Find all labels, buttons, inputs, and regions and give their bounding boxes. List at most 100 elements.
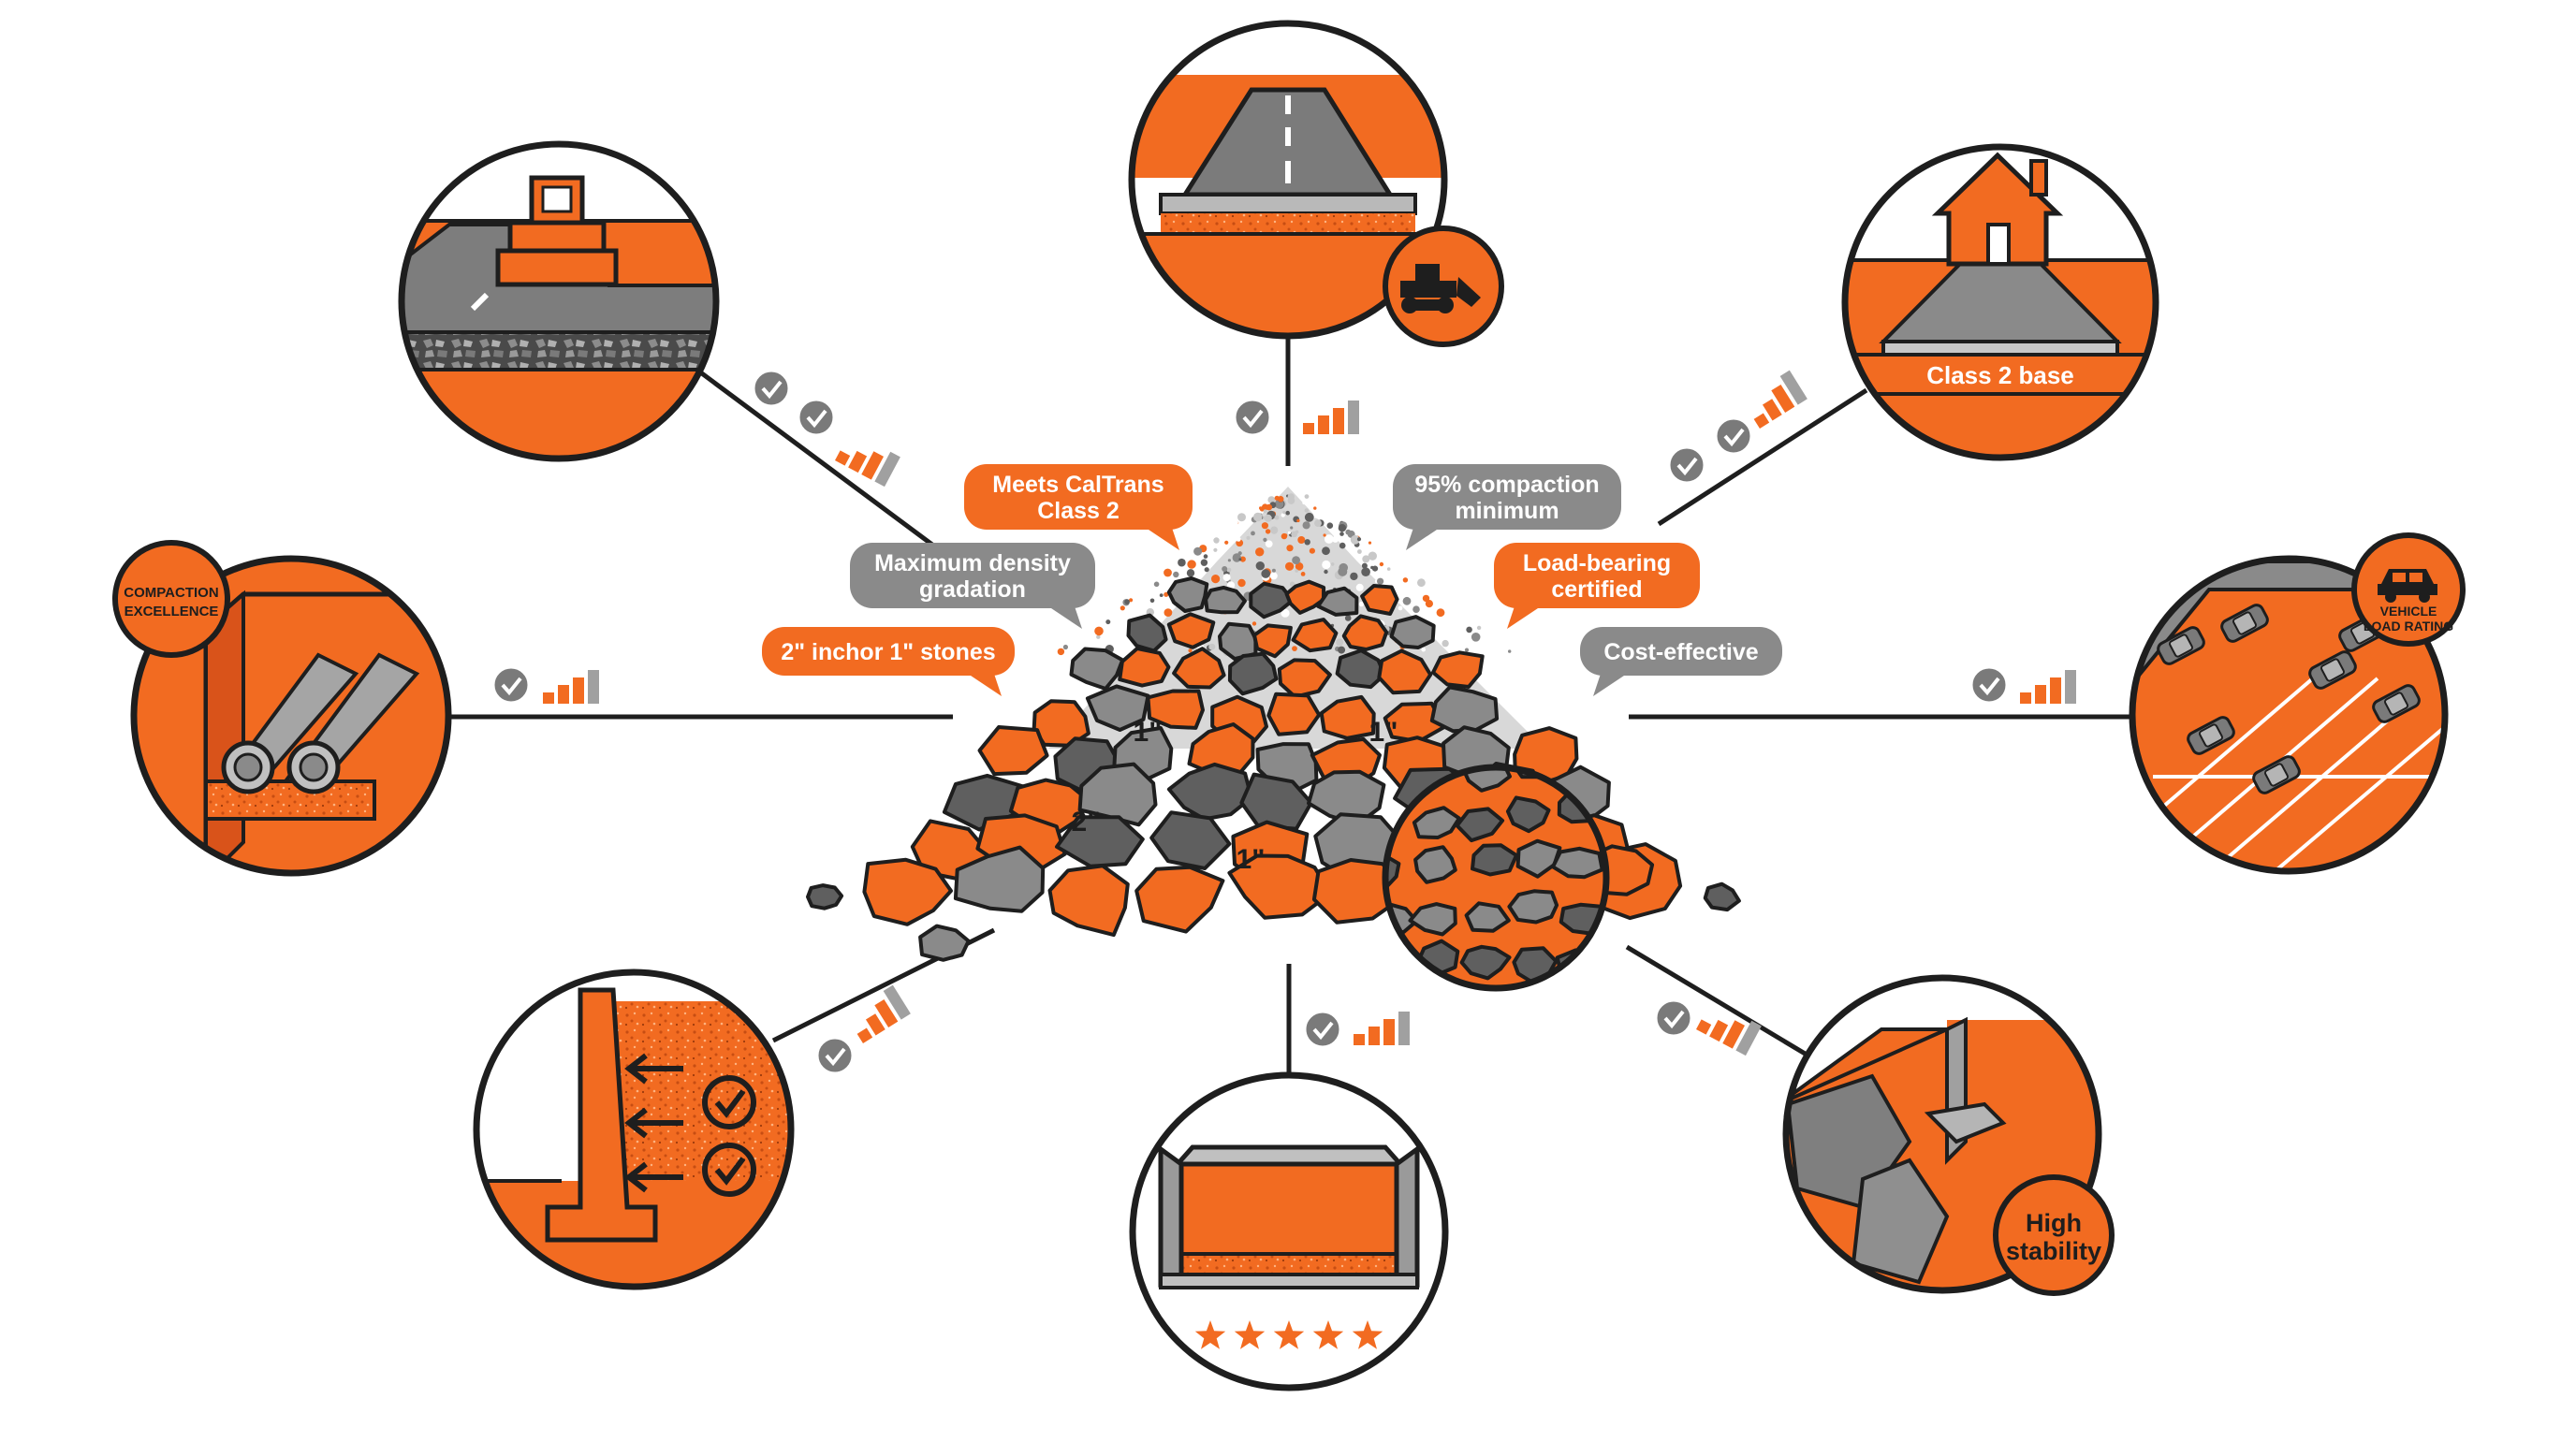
stone bbox=[953, 845, 1046, 913]
stone bbox=[1464, 901, 1511, 933]
callout-text: Class 2 bbox=[1037, 498, 1120, 524]
fine-particle bbox=[1186, 569, 1195, 577]
check-badge-icon bbox=[1303, 1010, 1342, 1049]
fine-particle bbox=[1096, 634, 1101, 639]
stone-size-label: 2" bbox=[1072, 807, 1101, 838]
signal-bars-icon bbox=[856, 984, 911, 1043]
fine-particle bbox=[1338, 566, 1348, 576]
callout-stones: 2" inchor 1" stones bbox=[762, 627, 1015, 696]
fine-particle bbox=[1285, 510, 1290, 516]
fine-particle bbox=[1164, 608, 1173, 617]
fine-particle bbox=[1255, 547, 1265, 557]
fine-particle bbox=[1370, 565, 1374, 570]
vehicle-load-badge: VEHICLE LOAD RATING bbox=[2351, 532, 2466, 647]
fine-particle bbox=[1398, 605, 1403, 611]
stone bbox=[1284, 579, 1326, 615]
stone bbox=[1227, 853, 1333, 920]
fine-particle bbox=[1277, 496, 1284, 503]
fine-particle bbox=[1246, 535, 1251, 540]
check-badge-icon bbox=[1667, 445, 1706, 485]
fine-particle bbox=[1270, 526, 1279, 534]
signal-bars-icon bbox=[543, 670, 599, 704]
fine-particle bbox=[1226, 567, 1232, 573]
stone bbox=[1032, 699, 1090, 748]
check-badge-icon bbox=[815, 1036, 855, 1075]
check-badge-icon bbox=[797, 398, 836, 437]
fine-particle bbox=[1204, 567, 1209, 573]
fine-particle bbox=[1338, 524, 1347, 532]
car-icon bbox=[2372, 684, 2421, 723]
vehicle-badge-line-2: LOAD RATING bbox=[2364, 619, 2453, 634]
signal-bars-icon bbox=[1696, 1019, 1762, 1056]
callout-cost-effective: Cost-effective bbox=[1580, 627, 1782, 696]
stone bbox=[1118, 647, 1171, 688]
stone bbox=[1412, 806, 1461, 839]
paver-icon bbox=[495, 175, 619, 287]
fine-particle bbox=[1323, 533, 1326, 537]
fine-particle bbox=[1358, 601, 1365, 607]
check-badge-icon bbox=[1654, 998, 1693, 1038]
fine-particle bbox=[1422, 594, 1430, 603]
stone bbox=[1069, 647, 1125, 691]
stone bbox=[1277, 658, 1332, 699]
stone bbox=[1227, 651, 1279, 696]
car-icon bbox=[2308, 650, 2357, 690]
slope-stability-circle: High stability bbox=[1782, 974, 2115, 1296]
fine-particle bbox=[1357, 549, 1362, 554]
fine-particle bbox=[1436, 608, 1445, 618]
compaction-badge-line-1: COMPACTION bbox=[124, 585, 218, 601]
fine-particle bbox=[1304, 508, 1310, 513]
fine-particle bbox=[1149, 598, 1155, 604]
callout-text: Meets CalTrans bbox=[992, 472, 1164, 498]
fine-particle bbox=[1406, 598, 1411, 603]
stone bbox=[1703, 881, 1741, 912]
star-icon bbox=[1312, 1320, 1344, 1349]
stone bbox=[862, 857, 953, 926]
fine-particle bbox=[1263, 516, 1266, 520]
stone-size-label: 1" bbox=[1369, 717, 1398, 748]
callout-text: Maximum density bbox=[874, 550, 1071, 576]
callout-text: gradation bbox=[919, 576, 1026, 603]
fine-particle bbox=[1302, 521, 1310, 530]
car-icon bbox=[2157, 626, 2205, 665]
stone bbox=[1266, 692, 1322, 736]
stone bbox=[1146, 689, 1205, 730]
fine-particle bbox=[1251, 621, 1257, 626]
road-cross-section-circle bbox=[1128, 20, 1504, 347]
fine-particle bbox=[1263, 509, 1267, 514]
fine-particle bbox=[1239, 556, 1246, 562]
house-icon bbox=[1931, 152, 2064, 267]
fine-particle bbox=[1324, 569, 1328, 575]
fine-particle bbox=[1211, 575, 1221, 584]
fine-particle bbox=[1164, 591, 1169, 597]
fine-particle bbox=[1228, 517, 1238, 528]
fine-particle bbox=[1441, 627, 1449, 635]
fine-particle bbox=[1339, 532, 1344, 536]
callout-text: certified bbox=[1551, 576, 1642, 603]
fine-particle bbox=[1287, 493, 1295, 501]
fine-particle bbox=[1237, 551, 1242, 556]
fine-particle bbox=[1283, 533, 1288, 538]
connector-top-left bbox=[686, 360, 942, 553]
fine-particle bbox=[1213, 547, 1218, 552]
fine-particle bbox=[1224, 540, 1229, 545]
stone bbox=[1431, 650, 1485, 689]
compaction-badge-line-2: EXCELLENCE bbox=[124, 604, 219, 619]
retaining-wall-circle bbox=[473, 969, 795, 1290]
fine-particle bbox=[1203, 554, 1208, 559]
pipe-trench-circle: COMPACTION EXCELLENCE bbox=[112, 540, 452, 877]
connector-lines bbox=[446, 337, 2134, 1076]
fine-particle bbox=[1057, 648, 1065, 656]
stone bbox=[1429, 685, 1500, 734]
connector-top-right bbox=[1657, 387, 1868, 527]
fine-particle bbox=[1345, 529, 1352, 535]
stone-size-labels: 1"1"2"1" bbox=[1072, 717, 1398, 875]
callout-text: Load-bearing bbox=[1523, 550, 1671, 576]
fine-particle bbox=[1285, 561, 1295, 571]
footing-slab-circle bbox=[1129, 1071, 1449, 1391]
check-circle-icon bbox=[702, 1075, 756, 1197]
bulldozer-badge bbox=[1383, 226, 1504, 347]
fine-particle bbox=[1361, 562, 1368, 569]
